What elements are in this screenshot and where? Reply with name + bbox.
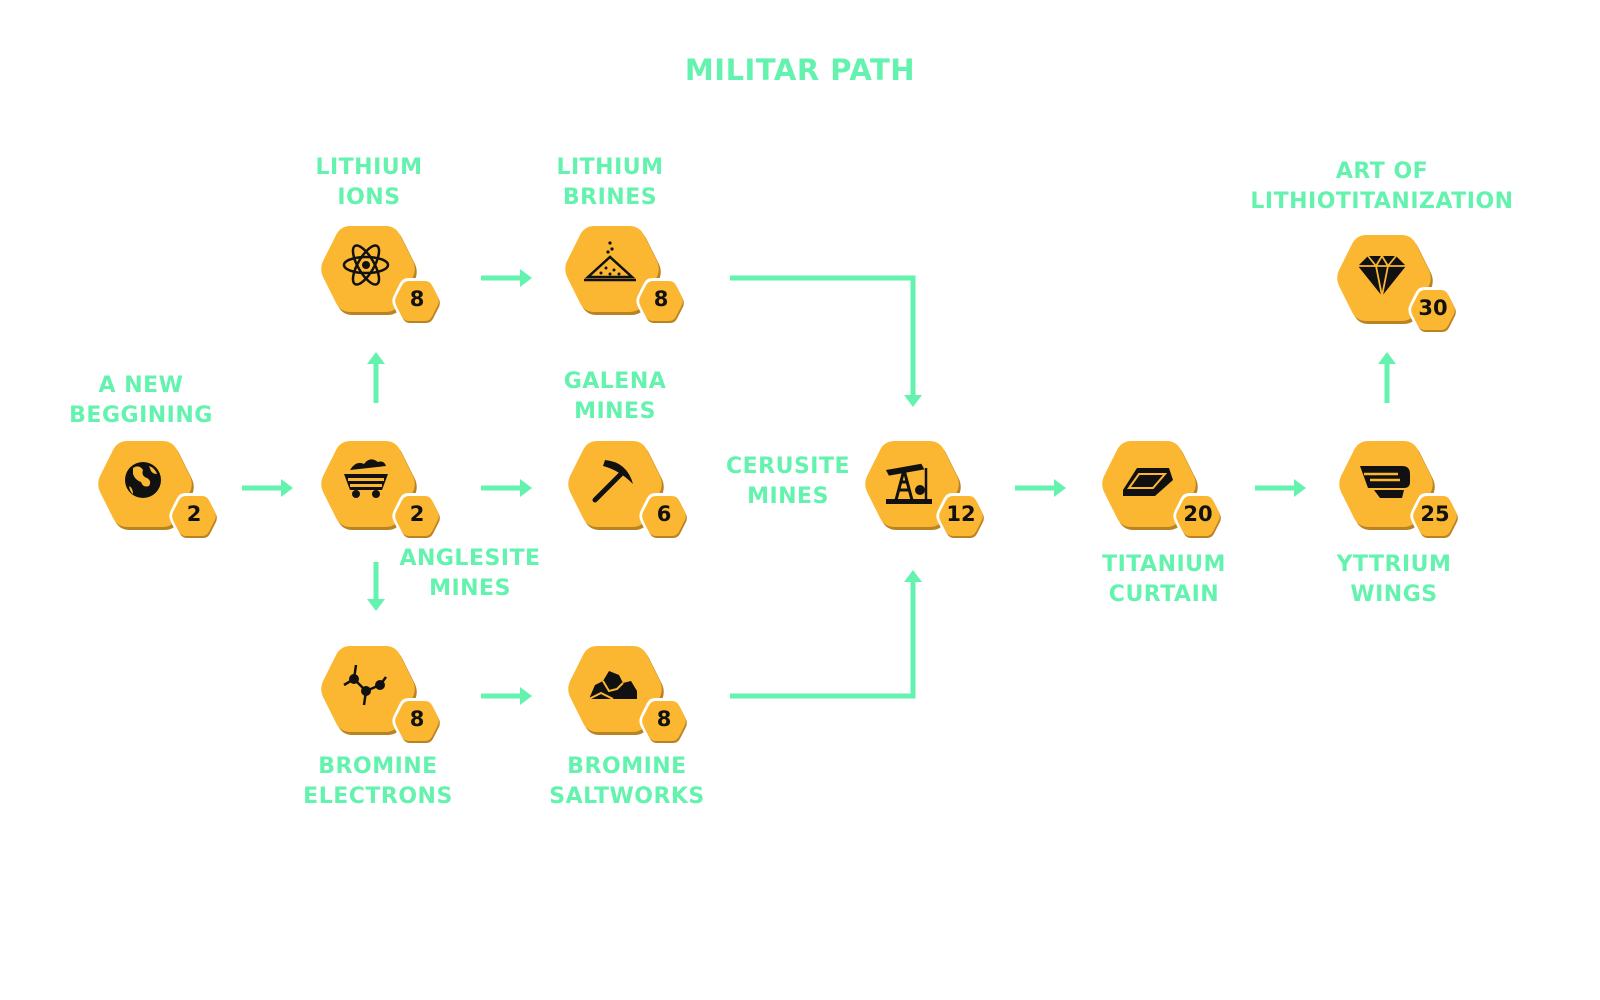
hex-tile xyxy=(1337,235,1458,333)
label-galena-mines: GALENA MINES xyxy=(563,369,667,424)
cost-badge: 12 xyxy=(946,502,976,526)
cost-badge: 8 xyxy=(653,287,669,311)
node-bromine-electrons[interactable]: 8 xyxy=(318,645,458,755)
label-titanium-curtain: TITANIUM CURTAIN xyxy=(1102,552,1226,607)
node-bromine-saltworks[interactable]: 8 xyxy=(565,645,705,755)
oil-pump-icon xyxy=(885,463,932,504)
arrow-anglesite-to-lithium-ions xyxy=(367,352,385,403)
node-lithium-brines[interactable]: 8 xyxy=(562,225,702,335)
arrow-electrons-to-saltworks xyxy=(481,687,532,705)
node-lithium-ions[interactable]: 8 xyxy=(318,225,458,335)
node-art-of-lithiotitanization[interactable]: 30 xyxy=(1334,234,1474,344)
atom-icon xyxy=(342,244,390,286)
cost-badge: 2 xyxy=(186,502,202,526)
mine-cart-icon xyxy=(344,459,388,498)
label-anglesite-mines: ANGLESITE MINES xyxy=(399,546,541,601)
salt-pile-icon xyxy=(584,241,636,282)
rocks-icon xyxy=(588,671,637,700)
node-yttrium-wings[interactable]: 25 xyxy=(1336,440,1476,550)
hex-tile xyxy=(98,441,219,539)
label-bromine-saltworks: BROMINE SALTWORKS xyxy=(549,754,705,809)
label-cerusite-mines: CERUSITE MINES xyxy=(725,454,851,509)
node-a-new-beggining[interactable]: 2 xyxy=(95,440,235,550)
arrow-anglesite-to-bromine-electrons xyxy=(367,562,385,611)
hex-tile xyxy=(1102,441,1223,539)
node-anglesite-mines[interactable]: 2 xyxy=(318,440,458,550)
arrow-cerusite-to-titanium xyxy=(1015,479,1066,497)
arrow-anglesite-to-galena xyxy=(481,479,532,497)
cost-badge: 20 xyxy=(1183,502,1213,526)
arrow-yttrium-to-art xyxy=(1378,352,1396,403)
cost-badge: 8 xyxy=(409,707,425,731)
label-lithium-ions: LITHIUM IONS xyxy=(315,155,423,210)
diamond-icon xyxy=(1358,254,1406,297)
label-art-of-lithiotitanization: ART OF LITHIOTITANIZATION xyxy=(1250,159,1514,214)
ingot-icon xyxy=(1123,468,1173,496)
label-bromine-electrons: BROMINE ELECTRONS xyxy=(303,754,453,809)
node-galena-mines[interactable]: 6 xyxy=(565,440,705,550)
label-yttrium-wings: YTTRIUM WINGS xyxy=(1336,552,1452,607)
arrow-brines-to-cerusite xyxy=(730,275,922,407)
cost-badge: 25 xyxy=(1420,502,1450,526)
pickaxe-icon xyxy=(592,460,633,503)
hex-tile xyxy=(865,441,986,539)
arrow-titanium-to-yttrium xyxy=(1255,479,1306,497)
hex-tile xyxy=(321,646,442,744)
cost-badge: 6 xyxy=(656,502,672,526)
label-lithium-brines: LITHIUM BRINES xyxy=(556,155,664,210)
hex-tile xyxy=(568,646,689,744)
label-a-new-beggining: A NEW BEGGINING xyxy=(69,373,213,428)
arrow-lithium-ions-to-brines xyxy=(481,269,532,287)
hex-tile xyxy=(565,226,686,324)
molecule-icon xyxy=(343,664,387,706)
arrow-beggining-to-anglesite xyxy=(242,479,293,497)
page-title: MILITAR PATH xyxy=(684,53,916,87)
node-titanium-curtain[interactable]: 20 xyxy=(1099,440,1239,550)
hex-tile xyxy=(568,441,689,539)
node-cerusite-mines[interactable]: 12 xyxy=(862,440,1002,550)
hex-tile xyxy=(321,441,442,539)
cost-badge: 8 xyxy=(656,707,672,731)
cost-badge: 2 xyxy=(409,502,425,526)
hex-tile xyxy=(1339,441,1460,539)
wings-icon xyxy=(1360,466,1410,498)
cost-badge: 8 xyxy=(409,287,425,311)
arrow-saltworks-to-cerusite xyxy=(730,570,922,699)
cost-badge: 30 xyxy=(1418,296,1448,320)
globe-icon xyxy=(125,462,161,498)
hex-tile xyxy=(321,226,442,324)
